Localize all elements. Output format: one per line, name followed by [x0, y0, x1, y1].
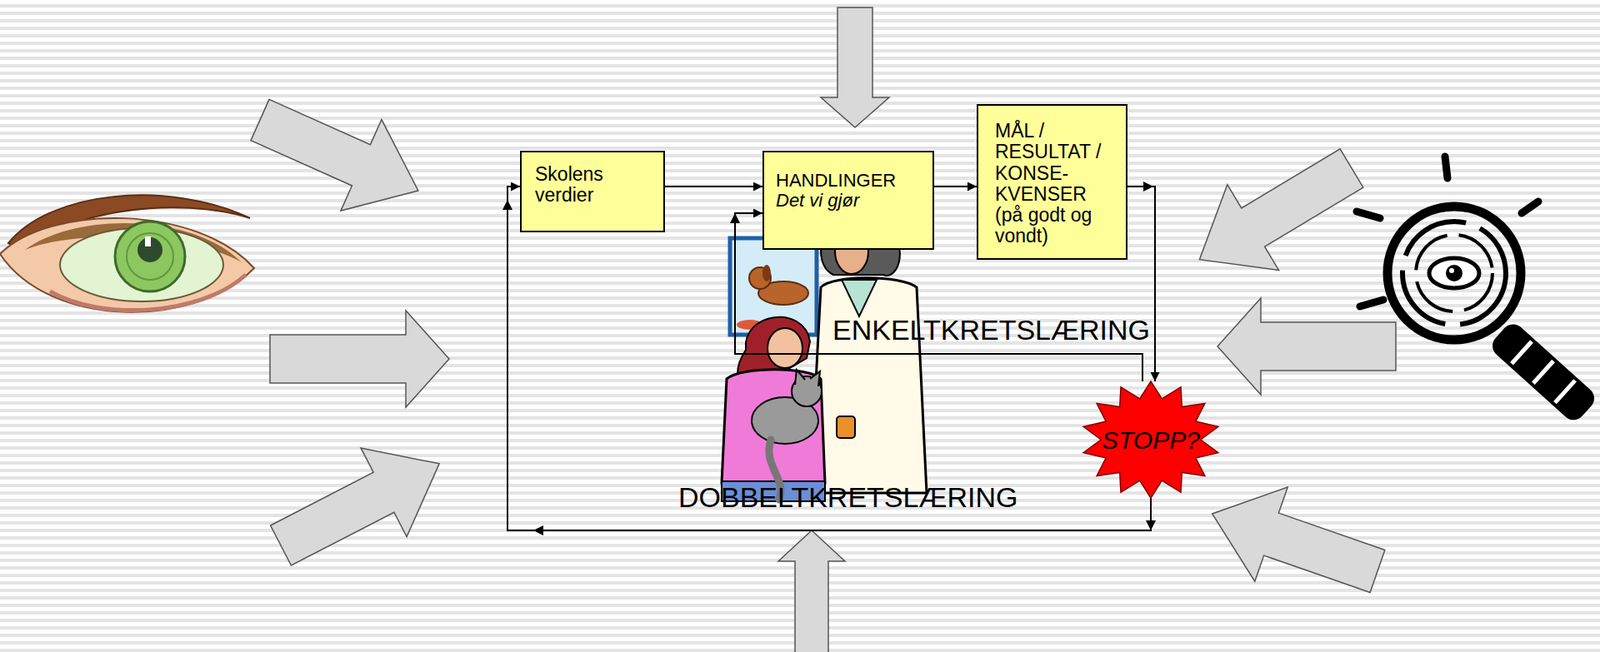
- block-arrow: [820, 7, 890, 128]
- block-arrow: [270, 310, 450, 408]
- arrowhead: [1145, 520, 1156, 531]
- sparkle: [1445, 156, 1448, 179]
- block-arrow: [257, 420, 462, 591]
- loop-label: DOBBELTKRETSLÆRING: [678, 481, 1018, 515]
- flow-arrow: [735, 213, 1143, 382]
- box-subtext: Det vi gjør: [775, 190, 921, 211]
- handle-stripe: [1555, 380, 1575, 404]
- handle-body: [1487, 320, 1599, 425]
- pupil: [137, 237, 163, 263]
- lens-eye: [1429, 258, 1480, 289]
- block-arrow: [240, 74, 440, 236]
- block-arrow: [1217, 298, 1396, 395]
- value-box: Skolens verdier: [520, 150, 665, 233]
- block-arrow: [1174, 125, 1378, 304]
- lens-ring: [1415, 235, 1493, 312]
- box-text: HANDLINGER: [775, 170, 921, 191]
- result-box: MÅL / RESULTAT / KONSE- KVENSER (på godt…: [976, 104, 1128, 260]
- flow-arrow: [665, 185, 763, 188]
- stop-star: STOPP?: [1081, 381, 1220, 499]
- eye-skin: [0, 218, 255, 313]
- girl-face: [767, 328, 803, 369]
- vet-shirt: [841, 280, 877, 317]
- arrowhead: [730, 213, 740, 224]
- arrowhead: [502, 200, 513, 210]
- flow-arrow: [507, 186, 1151, 531]
- medicine-jar: [836, 416, 855, 439]
- block-arrow: [1195, 466, 1395, 619]
- block-arrow: [778, 530, 845, 652]
- vet-coat: [810, 278, 927, 494]
- magnifier-clipart: [1356, 156, 1600, 425]
- box-text: MÅL / RESULTAT / KONSE- KVENSER (på godt…: [995, 120, 1112, 248]
- arrowhead: [1143, 181, 1154, 192]
- flow-arrow: [1127, 186, 1155, 382]
- cat-ears: [795, 370, 820, 387]
- iris-ring: [126, 233, 174, 280]
- dog-ear: [762, 265, 771, 282]
- box-text: STOPP?: [1101, 426, 1200, 455]
- action-box: HANDLINGERDet vi gjør: [762, 150, 935, 250]
- handle-stripe: [1533, 360, 1554, 384]
- lens-handle: [1487, 320, 1599, 425]
- arrowhead: [533, 525, 544, 536]
- sparkle: [1360, 300, 1384, 307]
- iris: [115, 221, 185, 292]
- lens-ring: [1387, 206, 1521, 340]
- box-text: Skolens verdier: [535, 164, 650, 207]
- sparkle: [1356, 211, 1380, 219]
- eye-highlight: [145, 236, 151, 247]
- loop-label: ENKELTKRETSLÆRING: [832, 314, 1150, 347]
- lower-lid: [50, 275, 246, 311]
- handle-stripe: [1511, 341, 1532, 365]
- vet-clipart: [721, 212, 927, 502]
- flow-arrow: [934, 185, 977, 188]
- lens-pupil: [1445, 265, 1463, 282]
- lens-glint: [1449, 268, 1455, 274]
- lens-ring: [1402, 221, 1506, 325]
- star-shape: [1083, 381, 1219, 499]
- sparkle: [1521, 201, 1539, 214]
- block-arrows: [240, 7, 1396, 652]
- eye-clipart: [0, 195, 255, 312]
